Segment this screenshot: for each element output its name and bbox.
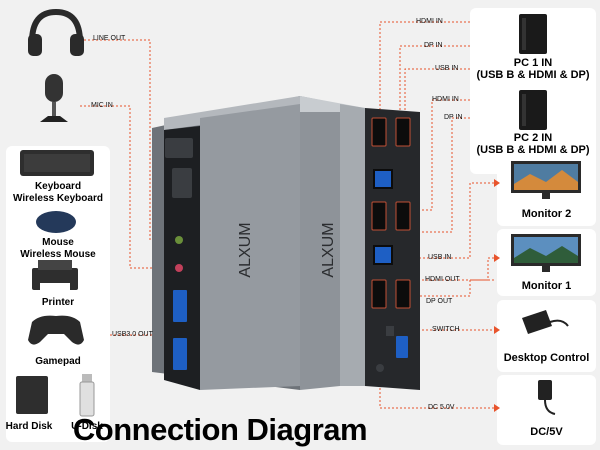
printer-label: Printer — [41, 297, 75, 308]
monitor-icon-2 — [511, 234, 581, 272]
keyboard-icon — [20, 150, 94, 176]
usb-stick-icon — [79, 374, 95, 417]
wireless-keyboard-label: Wireless Keyboard — [13, 193, 103, 204]
pc2-title: PC 2 IN — [513, 132, 553, 144]
dc5v-label: DC/5V — [530, 426, 563, 438]
keyboard-label-line1: Keyboard — [34, 181, 82, 192]
mic-in-label: MIC IN — [91, 102, 113, 109]
monitor-icon — [511, 161, 581, 199]
dp-in-label-2: DP IN — [444, 114, 463, 121]
line-out-label: LINE OUT — [93, 35, 126, 42]
monitor1-label: Monitor 1 — [521, 280, 572, 292]
headphones-icon — [28, 8, 84, 56]
kvm-switch-device: ALXUM — [152, 96, 300, 390]
printer-icon — [32, 260, 78, 291]
gamepad-icon — [28, 315, 84, 345]
keyboard-label: Keyboard Wireless Keyboard — [6, 181, 110, 205]
diagram-title: Connection Diagram — [72, 412, 368, 447]
pc-tower-icon — [519, 14, 547, 54]
brand-logo-right: ALXUM — [320, 222, 337, 277]
monitor2-label: Monitor 2 — [521, 208, 572, 220]
hdmi-in-label-2: HDMI IN — [432, 96, 459, 103]
pc-tower-icon-2 — [519, 90, 547, 130]
hard-disk-label: Hard Disk — [5, 421, 53, 432]
desktop-control-icon — [522, 310, 569, 334]
brand-logo-left: ALXUM — [237, 222, 254, 277]
pc1-subtitle: (USB B & HDMI & DP) — [476, 69, 590, 81]
dc-5v-label: DC 5.0V — [428, 404, 455, 411]
pc1-title: PC 1 IN — [513, 57, 553, 69]
pc1-label: PC 1 IN (USB B & HDMI & DP) — [470, 57, 596, 81]
hdmi-out-label: HDMI OUT — [425, 276, 460, 283]
pc2-label: PC 2 IN (USB B & HDMI & DP) — [470, 132, 596, 156]
microphone-icon — [40, 74, 68, 122]
kvm-switch-device-2: ALXUM — [300, 96, 420, 390]
mouse-label: Mouse Wireless Mouse — [6, 237, 110, 261]
mouse-label-line1: Mouse — [42, 237, 74, 248]
dp-out-label: DP OUT — [426, 298, 453, 305]
dp-in-label-1: DP IN — [424, 42, 443, 49]
usb-in-label-2: USB IN — [428, 254, 452, 261]
hdmi-in-label-1: HDMI IN — [416, 18, 443, 25]
power-adapter-icon — [538, 380, 556, 415]
mouse-icon — [36, 211, 76, 233]
pc2-subtitle: (USB B & HDMI & DP) — [476, 144, 590, 156]
wireless-mouse-label: Wireless Mouse — [20, 249, 96, 260]
switch-label: SWITCH — [432, 326, 460, 333]
usb30-out-label: USB3.0 OUT — [112, 331, 153, 338]
gamepad-label: Gamepad — [35, 356, 81, 367]
desktop-control-label: Desktop Control — [503, 352, 590, 364]
udisk-label: U-Disk — [71, 421, 103, 432]
usb-in-label-1: USB IN — [435, 65, 459, 72]
hard-disk-icon — [16, 376, 48, 414]
